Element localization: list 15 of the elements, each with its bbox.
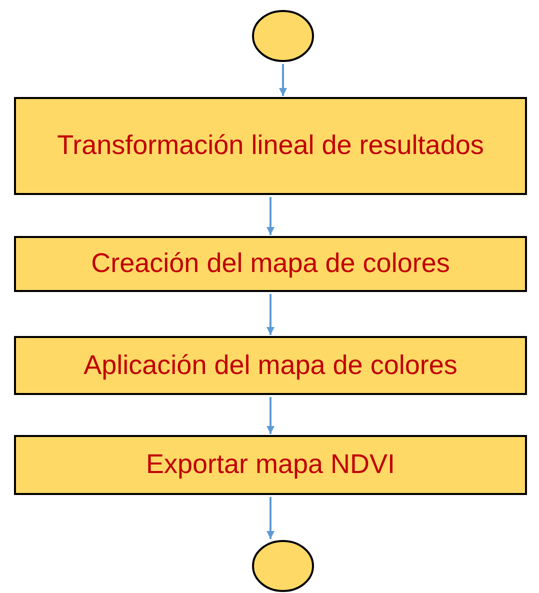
- step-label: Transformación lineal de resultados: [56, 129, 485, 162]
- step-label: Exportar mapa NDVI: [144, 448, 396, 482]
- step-label: Creación del mapa de colores: [90, 247, 451, 280]
- arrow: [266, 397, 274, 434]
- process-box: [14, 236, 527, 292]
- arrow: [266, 197, 274, 235]
- arrow: [266, 294, 274, 335]
- process-box: [14, 435, 527, 495]
- arrow: [266, 497, 274, 539]
- process-box: [14, 97, 527, 195]
- step-label: Aplicación del mapa de colores: [82, 348, 458, 382]
- arrow: [279, 64, 287, 96]
- process-box: [14, 336, 527, 395]
- terminal-circle: [252, 10, 314, 62]
- terminal-circle: [252, 540, 314, 592]
